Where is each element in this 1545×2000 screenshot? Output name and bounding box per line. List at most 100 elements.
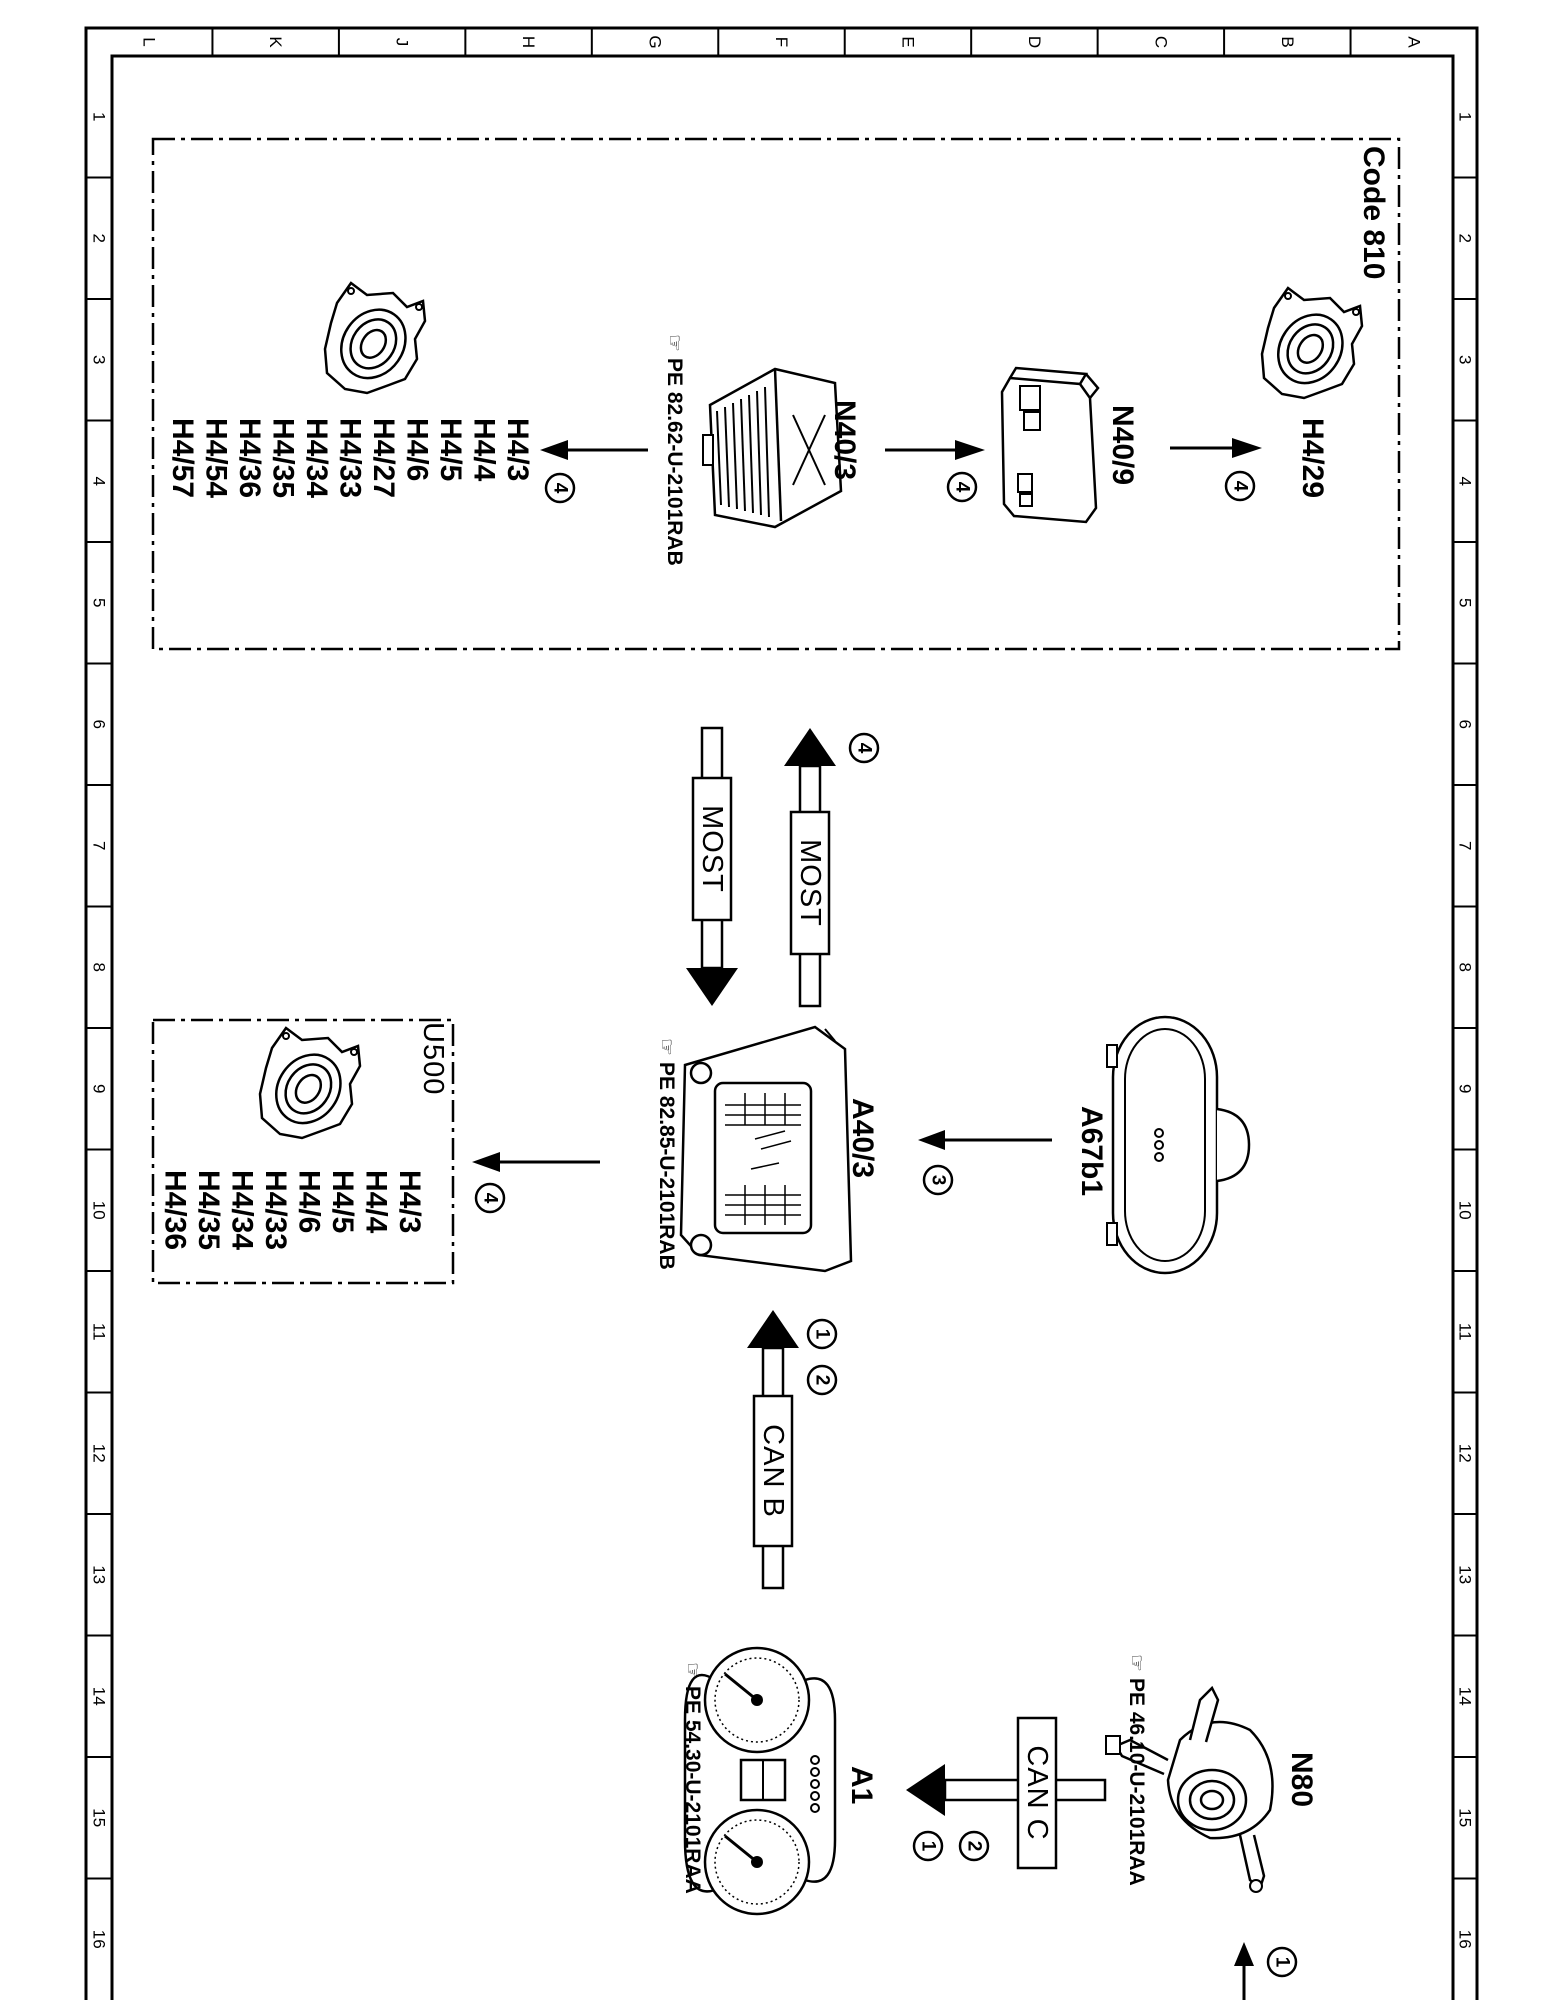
step-4-marker: 4 xyxy=(1224,470,1256,502)
step-1-marker: 1 xyxy=(912,1830,944,1862)
speaker-list-item: H4/36 xyxy=(159,1170,192,1250)
speaker-h4-29-icon xyxy=(1260,286,1364,400)
a67b1-rearview-mirror-icon xyxy=(1106,1015,1251,1275)
a1-reference: ☞ PE 54.30-U-2101RAA xyxy=(681,1662,704,1894)
row-label: 5 xyxy=(1456,598,1475,607)
row-label: 6 xyxy=(90,720,109,729)
row-label: 1 xyxy=(1456,112,1475,121)
row-label: 9 xyxy=(90,1084,109,1093)
row-label: 1 xyxy=(90,112,109,121)
row-label: 10 xyxy=(1456,1201,1475,1220)
svg-text:4: 4 xyxy=(550,483,571,494)
outer-border xyxy=(84,26,1479,2000)
column-label: D xyxy=(1025,36,1044,48)
can-c-label: CAN C xyxy=(1021,1745,1053,1840)
arrow-n40-3-to-n40-9 xyxy=(885,440,985,460)
book-pointer-icon: ☞ xyxy=(655,1038,677,1056)
speaker-list-item: H4/27 xyxy=(367,418,400,498)
speaker-list-item: H4/3 xyxy=(393,1170,426,1233)
svg-text:3: 3 xyxy=(928,1175,949,1186)
u500-label: U500 xyxy=(417,1022,449,1095)
most-label: MOST xyxy=(696,805,728,893)
arrow-n40-9-to-h4-29 xyxy=(1170,438,1262,458)
row-label: 16 xyxy=(1456,1930,1475,1949)
row-label: 10 xyxy=(90,1201,109,1220)
row-label: 8 xyxy=(1456,963,1475,972)
svg-text:2: 2 xyxy=(964,1841,985,1852)
speaker-list-item: H4/35 xyxy=(267,418,300,498)
step-2-marker: 2 xyxy=(806,1364,838,1396)
n40-3-label: N40/3 xyxy=(828,400,861,480)
n80-reference: ☞ PE 46.10-U-2101RAA xyxy=(1125,1654,1148,1886)
most-label: MOST xyxy=(794,839,826,927)
speaker-list-item: H4/6 xyxy=(293,1170,326,1233)
row-label: 13 xyxy=(90,1565,109,1584)
u500-box xyxy=(151,1018,455,1285)
row-label: 16 xyxy=(90,1930,109,1949)
n80-label: N80 xyxy=(1285,1752,1318,1807)
most-bus-upward: MOST xyxy=(784,728,836,1008)
svg-text:4: 4 xyxy=(480,1193,501,1204)
row-label: 2 xyxy=(1456,234,1475,243)
code-810-speaker-list: H4/3H4/4H4/5H4/6H4/27H4/33H4/34H4/35H4/3… xyxy=(166,418,534,498)
arrow-n40-3-to-speakers xyxy=(540,440,648,460)
code-810-option-box xyxy=(151,137,1401,651)
svg-text:PE 82.62-U-2101RAB: PE 82.62-U-2101RAB xyxy=(663,358,686,566)
speaker-list-item: H4/34 xyxy=(226,1170,259,1250)
book-pointer-icon: ☞ xyxy=(681,1662,703,1680)
n40-3-reference: ☞ PE 82.62-U-2101RAB xyxy=(663,334,686,566)
row-label: 11 xyxy=(90,1323,109,1341)
can-b-label: CAN B xyxy=(757,1424,789,1518)
row-label: 4 xyxy=(1456,477,1475,486)
row-label: 7 xyxy=(90,841,109,850)
column-label: H xyxy=(519,36,538,48)
column-label: E xyxy=(898,36,917,47)
svg-text:4: 4 xyxy=(854,743,875,754)
step-3-marker: 3 xyxy=(922,1164,954,1196)
n40-3-amplifier-icon xyxy=(702,367,843,529)
row-label: 4 xyxy=(90,477,109,486)
a40-3-label: A40/3 xyxy=(846,1098,879,1178)
step-2-marker: 2 xyxy=(958,1830,990,1862)
svg-text:PE 54.30-U-2101RAA: PE 54.30-U-2101RAA xyxy=(681,1686,704,1894)
speaker-list-item: H4/35 xyxy=(192,1170,225,1250)
arrow-a67b1-to-a40-3 xyxy=(918,1130,1052,1150)
n40-9-module-icon xyxy=(1000,366,1100,524)
speaker-list-item: H4/4 xyxy=(468,418,501,482)
step-4-marker: 4 xyxy=(848,732,880,764)
row-label: 14 xyxy=(1456,1687,1475,1706)
a67b1-label: A67b1 xyxy=(1075,1106,1108,1196)
n40-9-label: N40/9 xyxy=(1106,405,1139,485)
column-label: B xyxy=(1278,36,1297,47)
row-label: 3 xyxy=(1456,355,1475,364)
step-4-marker: 4 xyxy=(474,1182,506,1214)
row-label: 12 xyxy=(1456,1444,1475,1463)
step-1-marker: 1 xyxy=(806,1318,838,1350)
speaker-list-item: H4/33 xyxy=(334,418,367,498)
column-label: C xyxy=(1151,36,1170,48)
row-label: 5 xyxy=(90,598,109,607)
most-bus-downward: MOST xyxy=(686,726,738,1006)
column-label: J xyxy=(393,38,412,47)
row-label: 3 xyxy=(90,355,109,364)
book-pointer-icon: ☞ xyxy=(663,334,685,352)
speaker-list-item: H4/54 xyxy=(200,418,233,498)
a40-3-head-unit-icon xyxy=(679,1025,853,1273)
column-ticks xyxy=(211,28,1352,56)
svg-text:4: 4 xyxy=(1230,481,1251,492)
svg-text:1: 1 xyxy=(1272,1957,1293,1968)
h4-29-label: H4/29 xyxy=(1296,418,1329,498)
column-label: G xyxy=(646,35,665,48)
row-label: 7 xyxy=(1456,841,1475,850)
a1-label: A1 xyxy=(845,1766,878,1804)
speaker-list-item: H4/33 xyxy=(259,1170,292,1250)
row-label: 13 xyxy=(1456,1565,1475,1584)
can-c-label-box xyxy=(1016,1716,1058,1870)
row-label: 15 xyxy=(1456,1808,1475,1827)
svg-text:1: 1 xyxy=(812,1329,833,1340)
column-label: F xyxy=(772,37,791,47)
